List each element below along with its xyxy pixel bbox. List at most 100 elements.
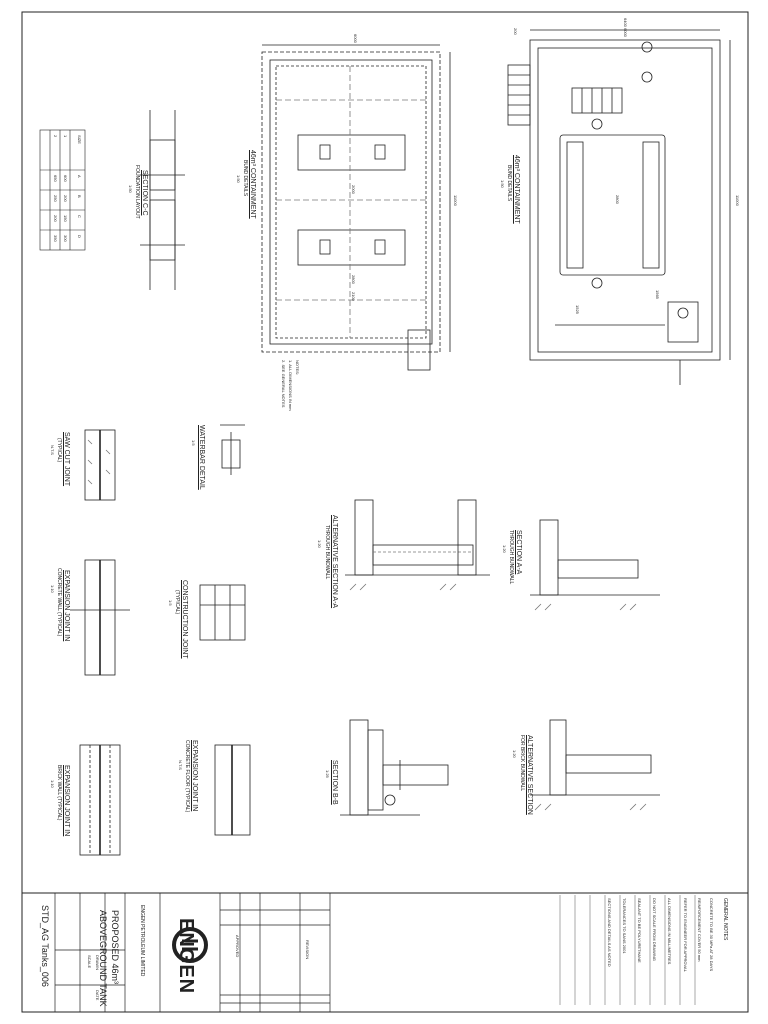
plan-view-right xyxy=(507,29,731,385)
plan-right-dim-inner: 6000 xyxy=(623,28,628,37)
notes-mid-1: 1. ALL DIMENSIONS IN mm xyxy=(288,360,293,411)
exp-joint-wall-subtitle: CONCRETE WALL (TYPICAL) xyxy=(56,568,62,637)
saw-cut-joint-drawing xyxy=(84,429,116,501)
exp-joint-brick-scale: 1:10 xyxy=(50,780,55,788)
general-note-8: SECTIONS AND DETAILS AS NOTED xyxy=(607,898,612,967)
saw-cut-title: SAW CUT JOINT xyxy=(63,432,70,487)
table-row1-c: 150 xyxy=(63,215,68,222)
table-row1-size: 1 xyxy=(63,135,68,138)
exp-joint-wall-drawing xyxy=(70,559,130,676)
notes-mid-heading: NOTES: xyxy=(295,360,300,375)
general-note-1: CONCRETE TO BE 30 MPa AT 28 DAYS xyxy=(709,898,714,972)
section-aa-title: SECTION A-A xyxy=(515,530,522,575)
plan-right-dim-length: 11000 xyxy=(735,195,740,206)
general-notes-heading: GENERAL NOTES xyxy=(722,898,728,941)
table-header-size: SIZE xyxy=(77,135,82,144)
section-bb-title: SECTION B-B xyxy=(331,760,338,805)
general-note-2: REINFORCEMENT COVER 50 mm xyxy=(697,898,702,962)
exp-joint-brick-subtitle: BRICK WALL (TYPICAL) xyxy=(56,765,62,821)
general-notes-block xyxy=(559,895,696,1005)
section-cc-title: SECTION C-C xyxy=(141,170,148,216)
table-row1-d: 300 xyxy=(63,235,68,242)
table-row2-a: 650 xyxy=(53,175,58,182)
plan-right-title: 46m³ CONTAINMENT xyxy=(513,155,520,224)
engen-logo xyxy=(172,927,208,963)
alt-section-brick-scale: 1:20 xyxy=(512,750,517,758)
plan-left-dim-b: 2800 xyxy=(351,275,356,284)
company-brand: ENGEN xyxy=(175,918,197,995)
plan-left-dim-a: 2000 xyxy=(351,185,356,194)
table-row2-d: 350 xyxy=(53,235,58,242)
exp-joint-floor-scale: N.T.S xyxy=(178,760,183,770)
alt-section-aa-subtitle: THROUGH BUNDWALL xyxy=(324,525,330,580)
section-cc-drawing xyxy=(140,110,185,290)
exp-joint-brick-drawing xyxy=(79,744,121,856)
general-note-5: DO NOT SCALE FROM DRAWING xyxy=(652,898,657,961)
waterbar-scale: 1:5 xyxy=(191,440,196,446)
table-row2-size: 2 xyxy=(53,135,58,138)
plan-right-dim-total: 6400 xyxy=(623,18,628,27)
table-header-a: A xyxy=(77,175,82,178)
section-aa-scale: 1:20 xyxy=(502,545,507,553)
construction-joint-scale: 1:5 xyxy=(168,600,173,606)
construction-joint-drawing xyxy=(199,584,246,641)
alt-section-brick-subtitle: FOR BRICK BUNDWALL xyxy=(519,735,525,792)
section-cc-scale: 1:50 xyxy=(128,185,133,193)
section-aa-drawing xyxy=(530,519,660,611)
title-block-approved: APPROVED xyxy=(235,935,240,958)
plan-left-title: 46m³ CONTAINMENT xyxy=(249,150,256,219)
company-full-name: ENGEN PETROLEUM LIMITED xyxy=(139,905,145,977)
table-header-d: D xyxy=(77,235,82,238)
section-cc-subtitle: FOUNDATION LAYOUT xyxy=(134,165,140,219)
plan-left-dim-width: 6000 xyxy=(353,34,358,43)
alt-section-aa-title: ALTERNATIVE SECTION A-A xyxy=(331,515,338,609)
plan-left-dim-length: 11000 xyxy=(453,195,458,206)
plan-right-dim-f: 2800 xyxy=(615,195,620,204)
construction-joint-title: CONSTRUCTION JOINT xyxy=(181,580,188,659)
plan-right-dim-e: 1525 xyxy=(575,305,580,314)
alt-section-aa-drawing xyxy=(345,499,490,591)
plan-right-dim-d: 1565 xyxy=(655,290,660,299)
table-row2-b: 250 xyxy=(53,195,58,202)
notes-mid-2: 2. SEE GENERAL NOTES xyxy=(281,360,286,408)
alt-section-aa-scale: 1:20 xyxy=(317,540,322,548)
alt-section-brick-drawing xyxy=(530,719,660,811)
general-note-4: ALL DIMENSIONS IN MILLIMETRES xyxy=(667,898,672,965)
plan-left-subtitle: BUND DETAILS xyxy=(242,160,248,197)
table-header-b: B xyxy=(77,195,82,198)
general-note-3: REFER TO ENGINEER FOR APPROVAL xyxy=(683,898,688,972)
plan-right-scale: 1:50 xyxy=(500,180,505,188)
table-row1-b: 200 xyxy=(63,195,68,202)
section-aa-subtitle: THROUGH BUNDWALL xyxy=(508,530,514,585)
waterbar-drawing xyxy=(220,424,245,475)
plan-view-left xyxy=(261,44,451,371)
exp-joint-floor-subtitle: CONCRETE FLOOR (TYPICAL) xyxy=(184,740,190,813)
plan-left-dim-c: 2100 xyxy=(351,292,356,301)
table-row1-a: 600 xyxy=(63,175,68,182)
plan-right-subtitle: BUND DETAILS xyxy=(506,165,512,202)
exp-joint-brick-title: EXPANSION JOINT IN xyxy=(63,765,70,837)
section-bb-scale: 1:25 xyxy=(325,770,330,778)
exp-joint-wall-scale: 1:10 xyxy=(50,585,55,593)
exp-joint-wall-title: EXPANSION JOINT IN xyxy=(63,570,70,642)
drawing-number: STD_AG Tanks_006 xyxy=(40,905,50,987)
table-grid xyxy=(39,129,86,251)
alt-section-brick-title: ALTERNATIVE SECTION xyxy=(526,735,533,815)
exp-joint-floor-title: EXPANSION JOINT IN xyxy=(191,740,198,812)
table-row2-c: 200 xyxy=(53,215,58,222)
plan-left-scale: 1:50 xyxy=(236,175,241,183)
saw-cut-scale: N.T.S xyxy=(50,445,55,455)
title-block-date: DATE xyxy=(95,990,100,1001)
general-note-7: TOLERANCES TO SANS 2001 xyxy=(622,898,627,954)
project-title-line1: PROPOSED 46m³ xyxy=(110,910,120,985)
title-block-scale: SCALE xyxy=(87,955,92,969)
general-note-6: SEALANT TO BE POLYURETHANE xyxy=(637,898,642,963)
exp-joint-floor-drawing xyxy=(214,744,251,836)
construction-joint-subtitle: (TYPICAL) xyxy=(174,590,180,615)
section-bb-drawing xyxy=(340,719,449,816)
saw-cut-subtitle: (TYPICAL) xyxy=(56,438,62,463)
title-block-revision: REVISION xyxy=(305,940,310,960)
sheet-border xyxy=(21,11,749,1013)
table-header-c: C xyxy=(77,215,82,218)
